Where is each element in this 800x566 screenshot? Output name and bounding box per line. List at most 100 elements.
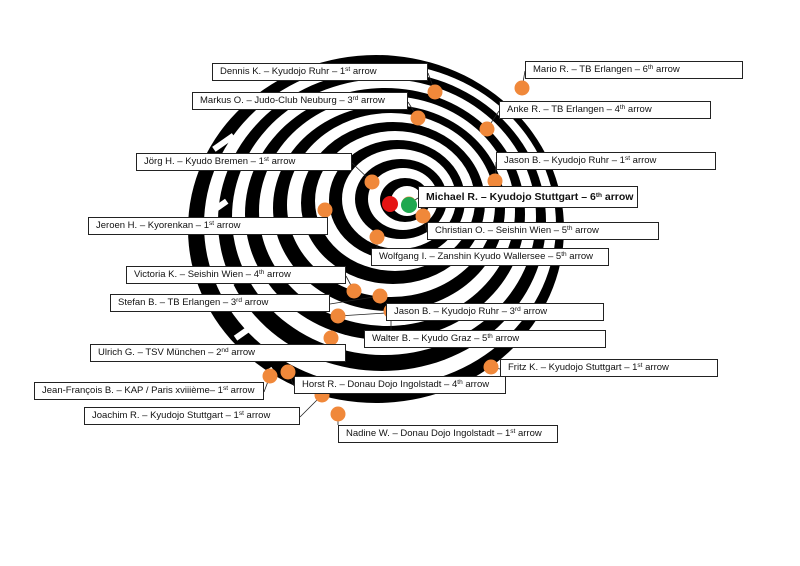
ring-gap bbox=[233, 324, 254, 341]
connector-line bbox=[337, 312, 387, 317]
club-name: Zanshin Kyudo Wallersee bbox=[437, 251, 546, 262]
archer-name: Jason B. bbox=[394, 306, 431, 317]
ordinal-suffix: st bbox=[510, 428, 516, 435]
ordinal-suffix: th bbox=[595, 192, 602, 199]
arrow-hit-dot bbox=[323, 330, 339, 346]
arrow-hit-dot bbox=[483, 359, 499, 375]
club-name: Kyorenkan bbox=[147, 220, 194, 231]
ordinal-suffix: st bbox=[209, 220, 215, 227]
club-name: Kyudojo Ruhr bbox=[271, 66, 330, 77]
arrow-number: 1 bbox=[339, 66, 346, 77]
ordinal-suffix: rd bbox=[236, 297, 242, 304]
club-name: Seishin Wien bbox=[187, 269, 244, 280]
ordinal-suffix: th bbox=[487, 333, 493, 340]
arrow-number: 1 bbox=[217, 385, 223, 396]
archer-name: Jason B. bbox=[504, 155, 541, 166]
ring-gap bbox=[212, 133, 236, 152]
ring-gap bbox=[206, 198, 229, 217]
ordinal-suffix: th bbox=[619, 104, 626, 111]
arrow-hit-dot bbox=[487, 173, 503, 189]
archer-name: Joachim R. bbox=[92, 410, 140, 421]
club-name: Donau Dojo Ingolstadt bbox=[347, 379, 442, 390]
archer-name: Victoria K. bbox=[134, 269, 178, 280]
hit-label: Victoria K. – Seishin Wien – 4th arrow bbox=[126, 266, 346, 284]
archer-name: Horst R. bbox=[302, 379, 337, 390]
hit-label: Nadine W. – Donau Dojo Ingolstadt – 1st … bbox=[338, 425, 558, 443]
club-name: Kyudojo Ruhr bbox=[551, 155, 610, 166]
hit-label: Jeroen H. – Kyorenkan – 1st arrow bbox=[88, 217, 328, 235]
hit-label: Jörg H. – Kyudo Bremen – 1st arrow bbox=[136, 153, 352, 171]
ordinal-suffix: th bbox=[647, 64, 654, 71]
club-name: Judo-Club Neuburg bbox=[254, 95, 337, 106]
ordinal-suffix: st bbox=[238, 410, 244, 417]
club-name: Kyudojo Stuttgart bbox=[548, 362, 625, 373]
hit-label: Jason B. – Kyudojo Ruhr – 3rd arrow bbox=[386, 303, 604, 321]
archer-name: Jeroen H. bbox=[96, 220, 138, 231]
arrow-number: 1 bbox=[233, 410, 239, 421]
archer-name: Anke R. bbox=[507, 104, 541, 115]
ordinal-suffix: th bbox=[457, 379, 463, 386]
archer-name: Michael R. bbox=[426, 191, 478, 203]
hit-label: Jean-François B. – KAP / Paris xviiième–… bbox=[34, 382, 264, 400]
club-name: TSV München bbox=[145, 347, 206, 358]
arrow-number: 6 bbox=[589, 191, 596, 203]
arrow-number: 1 bbox=[632, 362, 638, 373]
hit-label: Michael R. – Kyudojo Stuttgart – 6th arr… bbox=[418, 186, 638, 208]
arrow-number: 3 bbox=[509, 306, 515, 317]
hit-label: Fritz K. – Kyudojo Stuttgart – 1st arrow bbox=[500, 359, 718, 377]
arrow-number: 3 bbox=[230, 297, 237, 308]
arrow-number: 1 bbox=[258, 156, 264, 167]
club-name: TB Erlangen bbox=[551, 104, 604, 115]
red-hit-dot bbox=[382, 196, 398, 212]
club-name: Kyudojo Stuttgart bbox=[489, 191, 579, 203]
arrow-hit-dot bbox=[372, 288, 388, 304]
hit-label: Walter B. – Kyudo Graz – 5th arrow bbox=[364, 330, 606, 348]
club-name: Seishin Wien bbox=[495, 225, 552, 236]
ordinal-suffix: rd bbox=[514, 306, 521, 313]
archer-name: Christian O. bbox=[435, 225, 486, 236]
arrow-hit-dot bbox=[427, 84, 443, 100]
club-name: Kyudo Graz bbox=[421, 333, 472, 344]
ordinal-suffix: st bbox=[222, 385, 229, 392]
arrow-hit-dot bbox=[415, 208, 431, 224]
archer-name: Walter B. bbox=[372, 333, 411, 344]
arrow-hit-dot bbox=[479, 121, 495, 137]
arrow-number: 6 bbox=[642, 64, 648, 75]
club-name: KAP / Paris xviiième bbox=[124, 385, 210, 396]
hit-label: Dennis K. – Kyudojo Ruhr – 1st arrow bbox=[212, 63, 428, 81]
hit-label: Christian O. – Seishin Wien – 5th arrow bbox=[427, 222, 659, 240]
arrow-number: 1 bbox=[203, 220, 210, 231]
archer-name: Stefan B. bbox=[118, 297, 158, 308]
arrow-number: 4 bbox=[451, 379, 458, 390]
arrow-hit-dot bbox=[369, 229, 385, 245]
arrow-hit-dot bbox=[514, 80, 530, 96]
club-name: TB Erlangen bbox=[167, 297, 221, 308]
hit-label: Markus O. – Judo-Club Neuburg – 3rd arro… bbox=[192, 92, 408, 110]
hit-label: Wolfgang I. – Zanshin Kyudo Wallersee – … bbox=[371, 248, 609, 266]
archer-name: Markus O. bbox=[200, 95, 244, 106]
arrow-number: 1 bbox=[504, 428, 511, 439]
arrow-number: 5 bbox=[555, 251, 562, 262]
ordinal-suffix: th bbox=[567, 225, 573, 232]
archer-name: Mario R. bbox=[533, 64, 569, 75]
green-hit-dot bbox=[401, 197, 417, 213]
arrow-number: 1 bbox=[619, 155, 625, 166]
ordinal-suffix: th bbox=[561, 251, 567, 258]
arrow-number: 4 bbox=[614, 104, 620, 115]
arrow-hit-dot bbox=[280, 364, 296, 380]
arrow-hit-dot bbox=[330, 406, 346, 422]
archer-name: Wolfgang I. bbox=[379, 251, 427, 262]
arrow-hit-dot bbox=[346, 283, 362, 299]
arrow-number: 4 bbox=[253, 269, 259, 280]
club-name: Kyudojo Ruhr bbox=[441, 306, 500, 317]
arrow-number: 5 bbox=[561, 225, 568, 236]
hit-label: Joachim R. – Kyudojo Stuttgart – 1st arr… bbox=[84, 407, 300, 425]
arrow-hit-dot bbox=[410, 110, 426, 126]
ordinal-suffix: nd bbox=[221, 347, 229, 354]
archer-name: Ulrich G. bbox=[98, 347, 135, 358]
archer-name: Fritz K. bbox=[508, 362, 539, 373]
up-arrow-icon bbox=[394, 39, 402, 49]
connector-line bbox=[329, 295, 381, 305]
hit-label: Horst R. – Donau Dojo Ingolstadt – 4th a… bbox=[294, 376, 506, 394]
